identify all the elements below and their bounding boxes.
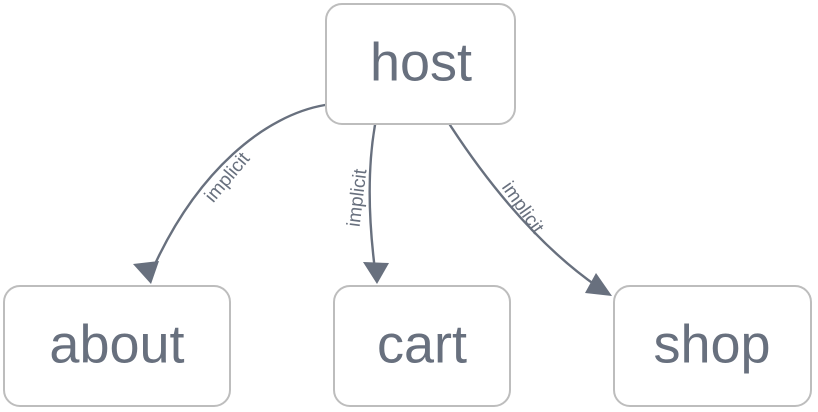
edge-host-cart-path	[368, 123, 377, 272]
node-about-box	[3, 285, 231, 407]
node-shop-label: shop	[653, 314, 770, 374]
edge-host-shop-path	[448, 123, 600, 289]
node-cart-box	[333, 285, 511, 407]
edge-host-shop[interactable]: implicit	[448, 123, 612, 296]
edge-host-cart[interactable]: implicit	[344, 123, 389, 284]
node-group: host about cart shop	[3, 3, 812, 407]
edge-host-shop-arrowhead	[585, 273, 612, 296]
edge-host-about-path	[148, 103, 327, 277]
node-cart-label: cart	[377, 314, 467, 374]
node-host-label: host	[370, 32, 472, 92]
edge-host-shop-label: implicit	[497, 178, 548, 238]
edge-host-cart-arrowhead	[363, 262, 389, 284]
edge-host-cart-label: implicit	[344, 167, 372, 228]
edge-host-about-arrowhead	[133, 261, 159, 284]
node-shop-box	[613, 285, 812, 407]
node-cart[interactable]: cart	[333, 285, 511, 407]
node-shop[interactable]: shop	[613, 285, 812, 407]
edge-group: implicit implicit implicit	[133, 103, 612, 296]
node-host[interactable]: host	[325, 3, 516, 125]
node-about-label: about	[49, 314, 184, 374]
node-host-box	[325, 3, 516, 125]
node-about[interactable]: about	[3, 285, 231, 407]
edge-host-about[interactable]: implicit	[133, 103, 327, 284]
